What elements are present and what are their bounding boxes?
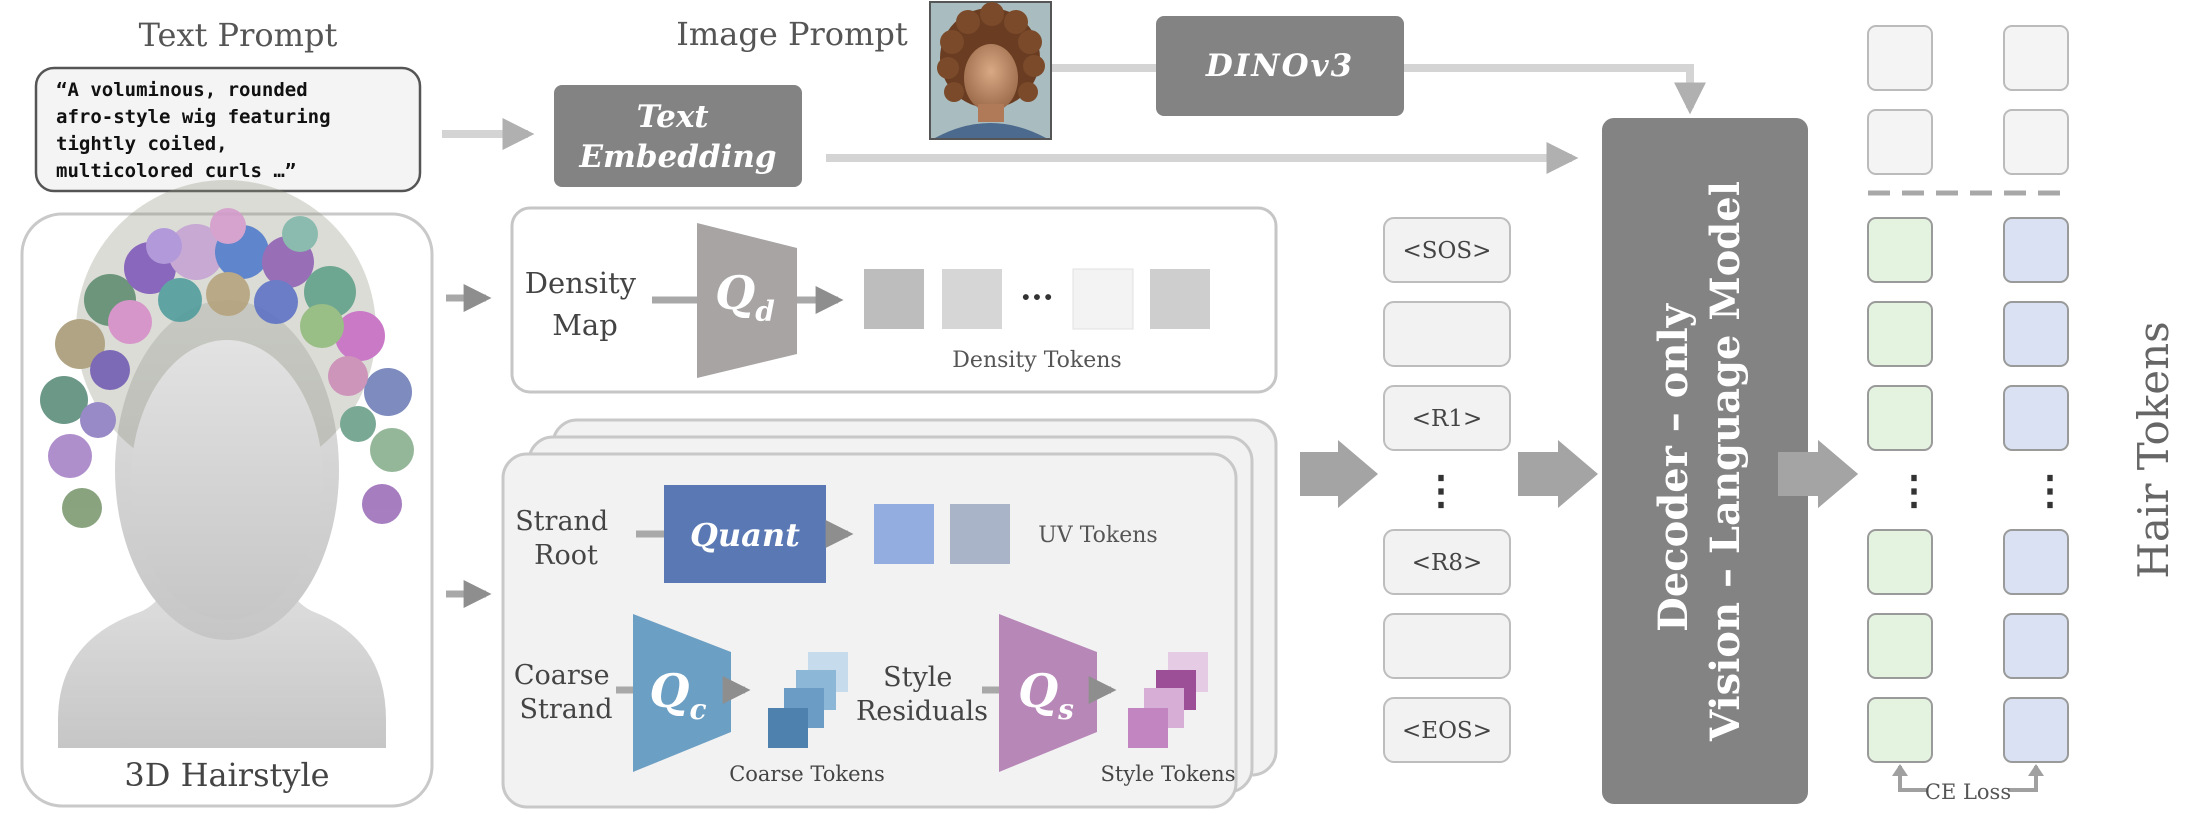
- arrow-dinov3-to-vlm: [1404, 64, 1706, 115]
- seq-eos-box: [1383, 697, 1511, 763]
- seq-r8-box: [1383, 529, 1511, 595]
- style-tokens-label: Style Tokens: [1101, 762, 1236, 786]
- hair-token-columns: [1867, 25, 2069, 763]
- pred-token-green-1: [1867, 217, 1933, 283]
- text-embedding-label: Text Embedding: [578, 99, 776, 175]
- style-residuals-label: Style Residuals: [856, 662, 988, 727]
- hairstyle-caption: 3D Hairstyle: [124, 756, 329, 794]
- seq-r8-label: <R8>: [1412, 550, 1483, 576]
- input-token-col1-1: [1867, 25, 1933, 91]
- style-token-stack: [1128, 652, 1208, 748]
- input-token-col2-1: [2003, 25, 2069, 91]
- seq-empty-box-2: [1383, 613, 1511, 679]
- text-prompt-title: Text Prompt: [139, 16, 338, 54]
- quantizer-qs: [999, 614, 1097, 772]
- strand-root-label: Strand Root: [515, 506, 617, 571]
- quantizer-qd: [697, 223, 797, 378]
- hairstyle-render: [40, 180, 414, 748]
- pred-token-green-2: [1867, 301, 1933, 367]
- quant-label: Quant: [690, 516, 800, 554]
- density-tokens-label: Density Tokens: [952, 348, 1121, 373]
- text-prompt-content: “A voluminous, rounded afro-style wig fe…: [56, 79, 342, 182]
- gt-token-blue-3: [2003, 385, 2069, 451]
- quant-block: [664, 485, 826, 583]
- seq-r1-box: [1383, 385, 1511, 451]
- text-prompt-line-3: tightly coiled,: [56, 133, 228, 155]
- pred-token-green-5: [1867, 613, 1933, 679]
- density-token-ellipsis: ···: [1020, 278, 1053, 316]
- seq-dots: ⋮: [1421, 467, 1461, 514]
- pred-token-green-6: [1867, 697, 1933, 763]
- uv-tokens-label: UV Tokens: [1038, 523, 1157, 548]
- hair-token-dots-col1: ⋮: [1894, 467, 1934, 514]
- ce-loss-arrow-right: [2028, 764, 2044, 776]
- gt-token-blue-1: [2003, 217, 2069, 283]
- quantizer-qs-label: Qs: [1018, 664, 1074, 726]
- vlm-block: [1602, 118, 1808, 804]
- coarse-token-stack: [768, 652, 848, 748]
- seq-empty-box-1: [1383, 301, 1511, 367]
- density-token-3: [1072, 268, 1134, 330]
- input-token-col2-2: [2003, 109, 2069, 175]
- dinov3-block: [1156, 16, 1404, 116]
- dinov3-label: DINOv3: [1205, 48, 1354, 84]
- text-prompt-line-2: afro-style wig featuring: [56, 106, 331, 128]
- quantizer-qc-label: Qc: [649, 664, 706, 726]
- ce-loss-arrow-left: [1892, 764, 1908, 776]
- image-prompt-photo: [929, 1, 1052, 140]
- image-prompt-title: Image Prompt: [676, 15, 908, 53]
- seq-r1-label: <R1>: [1412, 406, 1483, 432]
- ce-loss-label: CE Loss: [1925, 780, 2011, 804]
- text-prompt-box: [34, 66, 422, 193]
- coarse-strand-label: Coarse Strand: [514, 660, 618, 725]
- ce-loss-label-bg: [1928, 778, 2008, 804]
- pred-token-green-4: [1867, 529, 1933, 595]
- uv-token-2: [950, 504, 1010, 564]
- vlm-label: Decoder – only Vision – Language Model: [1650, 181, 1749, 742]
- quantizer-qd-label: Qd: [715, 266, 775, 328]
- input-token-col1-2: [1867, 109, 1933, 175]
- seq-sos-label: <SOS>: [1403, 238, 1492, 264]
- text-embedding-block: [554, 85, 802, 187]
- text-prompt-line-4: multicolored curls …”: [56, 160, 296, 182]
- gt-token-blue-6: [2003, 697, 2069, 763]
- density-token-2: [942, 269, 1002, 329]
- seq-sos-box: [1383, 217, 1511, 283]
- hair-tokens-label: Hair Tokens: [2129, 321, 2178, 578]
- density-map-label: Density Map: [525, 266, 646, 342]
- seq-eos-label: <EOS>: [1402, 718, 1492, 744]
- coarse-tokens-label: Coarse Tokens: [729, 762, 885, 786]
- text-prompt-line-1: “A voluminous, rounded: [56, 79, 308, 101]
- density-token-1: [864, 269, 924, 329]
- density-token-4: [1150, 269, 1210, 329]
- gt-token-blue-4: [2003, 529, 2069, 595]
- quantizer-qc: [633, 614, 731, 772]
- uv-token-1: [874, 504, 934, 564]
- arrow-sequence-to-vlm: [1518, 440, 1598, 508]
- arrow-branches-to-sequence: [1300, 440, 1378, 508]
- hair-token-dots-col2: ⋮: [2030, 467, 2070, 514]
- gt-token-blue-5: [2003, 613, 2069, 679]
- pred-token-green-3: [1867, 385, 1933, 451]
- gt-token-blue-2: [2003, 301, 2069, 367]
